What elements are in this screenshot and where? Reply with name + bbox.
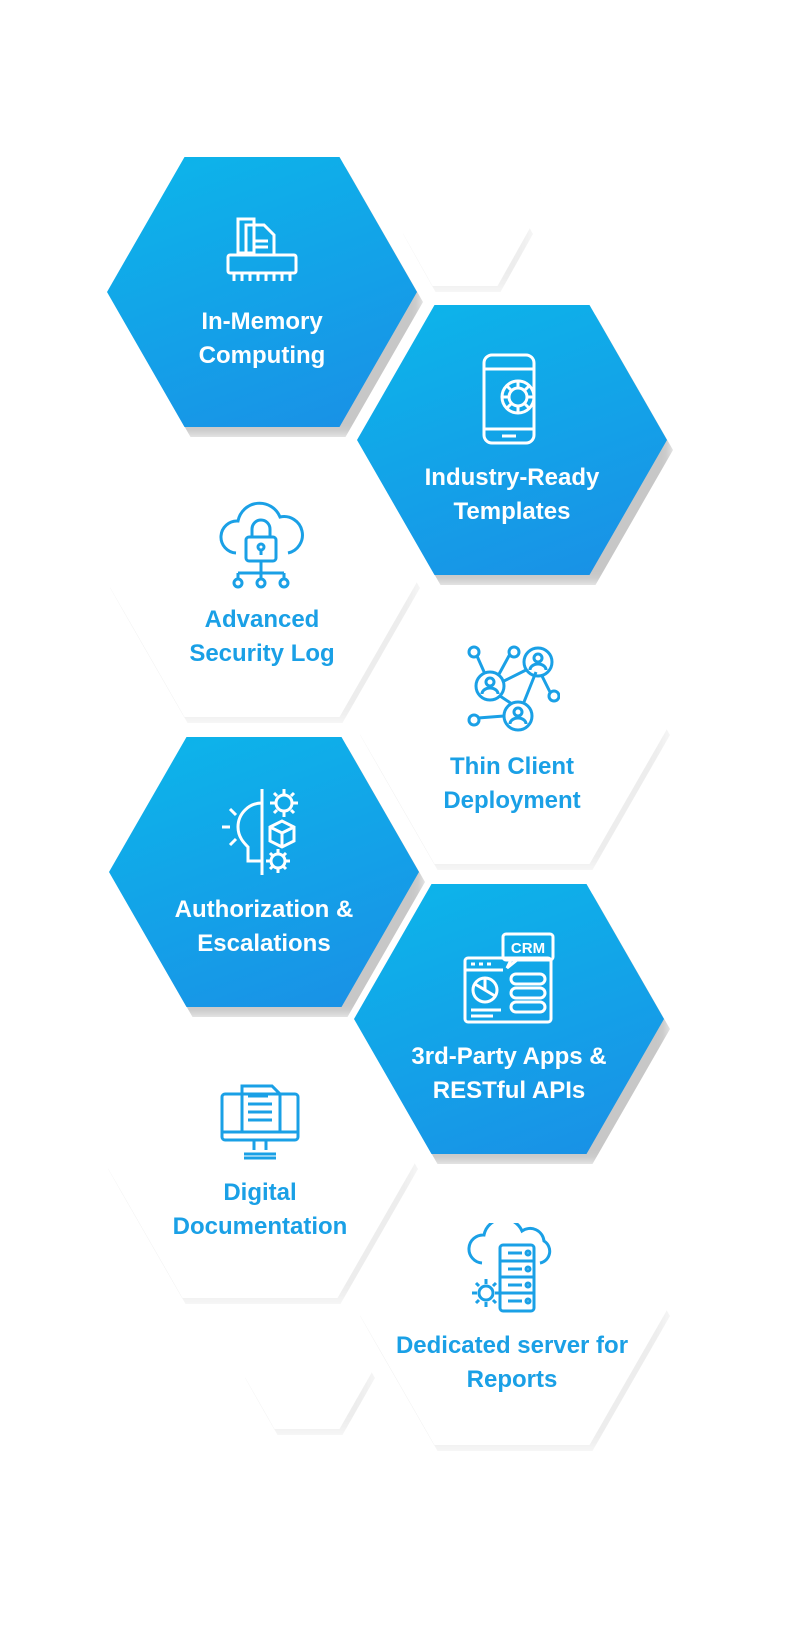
crm-text: CRM: [511, 940, 545, 957]
card-label: Thin Client Deployment: [443, 753, 581, 814]
cloud-lock-icon: [214, 493, 310, 589]
monitor-document-icon: [212, 1082, 308, 1162]
user-network-icon: [464, 640, 560, 736]
card-label: Digital Documentation: [172, 1179, 348, 1240]
memory-chip-icon: [222, 211, 302, 291]
card-label: Advanced Security Log: [189, 606, 335, 667]
card-thin-client-deployment: Thin Client Deployment: [357, 594, 670, 870]
decorative-hex-top-partial: [505, 172, 555, 194]
mobile-gear-icon: [472, 351, 552, 447]
card-label: Industry-Ready Templates: [424, 464, 600, 525]
card-label: Dedicated server for Reports: [395, 1332, 629, 1393]
card-label: Authorization & Escalations: [174, 896, 354, 957]
cloud-server-icon: [464, 1223, 560, 1315]
card-third-party-apps: CRM 3rd-Party Apps & RESTful APIs: [354, 884, 670, 1164]
card-authorization-escalations: Authorization & Escalations: [109, 737, 425, 1017]
crm-dashboard-icon: CRM: [461, 930, 557, 1026]
card-label: 3rd-Party Apps & RESTful APIs: [411, 1043, 607, 1104]
decorative-hex-bottom: [242, 1315, 375, 1435]
decorative-hex-top: [400, 170, 533, 292]
head-gears-icon: [216, 783, 312, 879]
card-advanced-security-log: Advanced Security Log: [107, 447, 420, 723]
card-in-memory-computing: In-Memory Computing: [107, 157, 423, 437]
card-digital-documentation: Digital Documentation: [105, 1028, 418, 1304]
card-dedicated-server: Dedicated server for Reports: [357, 1175, 670, 1451]
card-industry-ready-templates: Industry-Ready Templates: [357, 305, 673, 585]
card-label: In-Memory Computing: [198, 308, 326, 369]
